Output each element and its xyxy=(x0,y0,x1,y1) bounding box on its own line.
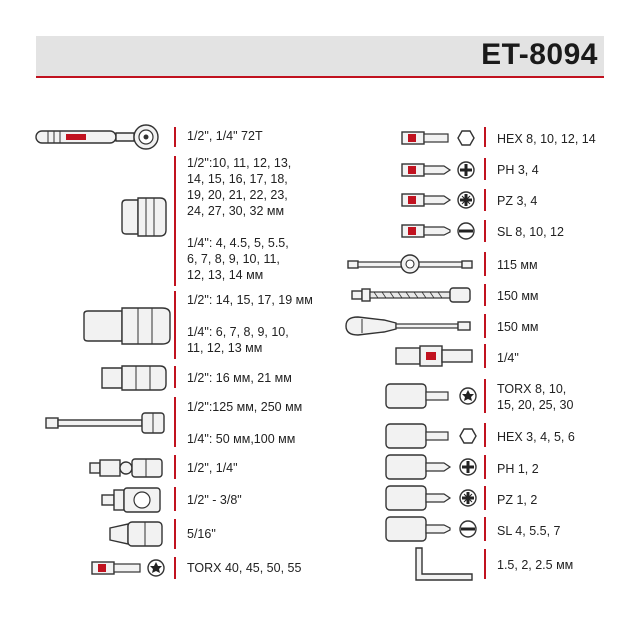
extension-bar-icon xyxy=(44,410,166,436)
divider xyxy=(484,284,486,306)
model-number: ET-8094 xyxy=(481,38,598,71)
sl-bit-socket-spec: SL 4, 5.5, 7 xyxy=(497,524,561,538)
spinner-handle-icon xyxy=(344,314,474,338)
bit-adapter-spec: 5/16" xyxy=(187,527,216,541)
divider xyxy=(174,156,176,286)
divider xyxy=(484,486,486,510)
divider xyxy=(484,127,486,147)
extension-bar-spec: 1/2":125 мм, 250 мм 1/4": 50 мм,100 мм xyxy=(187,400,303,446)
adapter-spec: 1/2" - 3/8" xyxy=(187,493,242,507)
divider xyxy=(174,291,176,359)
header-bar xyxy=(36,36,604,76)
hex-bit-socket-icon xyxy=(384,422,480,450)
hex-bit-icon xyxy=(400,128,478,148)
divider xyxy=(484,220,486,242)
divider xyxy=(484,455,486,479)
divider xyxy=(484,344,486,368)
ratchet-icon xyxy=(34,124,164,150)
divider xyxy=(484,517,486,541)
divider xyxy=(174,519,176,549)
socket-spec: 1/2":10, 11, 12, 13, 14, 15, 16, 17, 18,… xyxy=(187,156,292,282)
spark-plug-socket-icon xyxy=(100,364,168,392)
torx-bit-socket-icon xyxy=(384,382,480,410)
sliding-t-bar-icon xyxy=(346,252,474,276)
sl-bit-icon xyxy=(400,221,478,241)
universal-joint-icon xyxy=(88,456,168,480)
divider xyxy=(174,366,176,388)
ph-bit-icon xyxy=(400,160,478,180)
divider xyxy=(484,189,486,211)
hex-bit-socket-spec: HEX 3, 4, 5, 6 xyxy=(497,430,575,444)
sliding-t-bar-spec: 115 мм xyxy=(497,258,538,272)
torx-bit-icon xyxy=(90,558,170,578)
hex-key-icon xyxy=(412,546,476,582)
deep-socket-spec: 1/2": 14, 15, 17, 19 мм 1/4": 6, 7, 8, 9… xyxy=(187,293,313,355)
divider xyxy=(174,455,176,479)
spark-plug-socket-spec: 1/2": 16 мм, 21 мм xyxy=(187,371,292,385)
divider xyxy=(484,379,486,413)
deep-socket-icon xyxy=(82,306,172,346)
socket-icon xyxy=(118,196,170,238)
header-accent-line xyxy=(36,76,604,78)
sl-bit-spec: SL 8, 10, 12 xyxy=(497,225,564,239)
divider xyxy=(174,487,176,511)
ph-bit-socket-icon xyxy=(384,453,480,481)
torx-bit-socket-spec: TORX 8, 10, 15, 20, 25, 30 xyxy=(497,382,574,412)
divider xyxy=(484,549,486,579)
ph-bit-spec: PH 3, 4 xyxy=(497,163,539,177)
pz-bit-icon xyxy=(400,190,478,210)
divider xyxy=(484,423,486,447)
hex-key-spec: 1.5, 2, 2.5 мм xyxy=(497,558,574,572)
bit-adapter-icon xyxy=(108,520,166,548)
divider xyxy=(174,397,176,447)
divider xyxy=(484,252,486,276)
spinner-handle-spec: 150 мм xyxy=(497,320,539,334)
torx-bit-spec: TORX 40, 45, 50, 55 xyxy=(187,561,302,575)
divider xyxy=(174,127,176,147)
divider xyxy=(174,557,176,579)
universal-joint-spec: 1/2", 1/4" xyxy=(187,461,238,475)
divider xyxy=(484,158,486,180)
bit-holder-adapter-icon xyxy=(394,344,476,368)
ph-bit-socket-spec: PH 1, 2 xyxy=(497,462,539,476)
sl-bit-socket-icon xyxy=(384,515,480,543)
divider xyxy=(484,314,486,338)
pz-bit-socket-spec: PZ 1, 2 xyxy=(497,493,538,507)
bit-holder-adapter-spec: 1/4" xyxy=(497,351,519,365)
pz-bit-socket-icon xyxy=(384,484,480,512)
adapter-icon xyxy=(100,486,164,514)
flexible-extension-icon xyxy=(350,285,474,305)
hex-bit-spec: HEX 8, 10, 12, 14 xyxy=(497,132,596,146)
ratchet-spec: 1/2", 1/4" 72T xyxy=(187,129,263,143)
flexible-extension-spec: 150 мм xyxy=(497,289,539,303)
pz-bit-spec: PZ 3, 4 xyxy=(497,194,538,208)
